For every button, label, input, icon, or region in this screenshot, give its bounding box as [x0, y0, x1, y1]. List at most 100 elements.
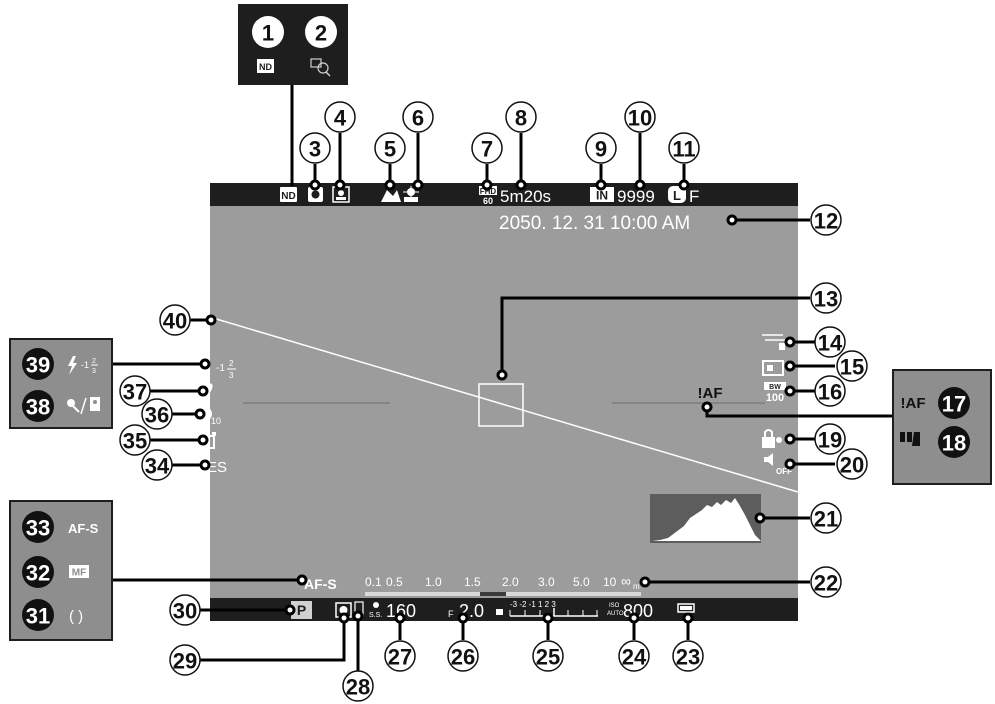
callout-29: 29 [170, 645, 200, 675]
svg-text:30: 30 [173, 599, 197, 624]
callout-12: 12 [811, 205, 841, 235]
svg-text:24: 24 [622, 645, 647, 670]
white-balance-icon [403, 186, 419, 202]
svg-text:FHD: FHD [480, 187, 497, 196]
svg-text:21: 21 [814, 507, 838, 532]
battery-icon [677, 603, 695, 613]
focus-warning: !AF [698, 385, 723, 402]
callouts: 3 4 5 6 7 8 9 10 11 12 13 14 15 16 19 20… [120, 102, 867, 701]
svg-text:19: 19 [818, 428, 842, 453]
callout-36: 36 [142, 399, 172, 429]
callout-14: 14 [815, 327, 845, 357]
svg-text:OFF: OFF [776, 467, 792, 476]
film-simulation-indicator: BW 100 [764, 382, 786, 404]
callout-23: 23 [673, 641, 703, 671]
svg-text:-1: -1 [81, 360, 89, 370]
svg-text:29: 29 [173, 649, 197, 674]
callout-34: 34 [142, 450, 172, 480]
viewfinder-screen [210, 183, 798, 621]
callout-16: 16 [815, 376, 845, 406]
shutter-type-icon [308, 187, 323, 202]
svg-text:26: 26 [451, 645, 475, 670]
svg-text:160: 160 [386, 601, 416, 621]
svg-text:6: 6 [412, 106, 424, 131]
svg-text:-3 -2 -1 1 2 3: -3 -2 -1 1 2 3 [510, 600, 556, 609]
svg-text:15: 15 [840, 355, 864, 380]
svg-text:13: 13 [814, 287, 838, 312]
top-info-bar [210, 183, 798, 206]
image-size-indicator: L [668, 186, 686, 203]
svg-text:23: 23 [676, 645, 700, 670]
svg-text:( ): ( ) [69, 608, 83, 625]
svg-text:IN: IN [596, 189, 608, 203]
movie-mode-indicator: FHD 60 [479, 186, 497, 206]
distance-label: 5.0 [573, 575, 590, 589]
svg-text:17: 17 [942, 392, 966, 417]
svg-text:P: P [297, 602, 306, 618]
svg-text:7: 7 [481, 137, 493, 162]
iso-label: ISO [609, 603, 620, 609]
callout-13: 13 [811, 283, 841, 313]
storage-indicator: IN [590, 187, 614, 203]
distance-unit: m [633, 582, 640, 591]
svg-text:12: 12 [814, 209, 838, 234]
svg-text:2: 2 [315, 21, 327, 46]
svg-text:22: 22 [814, 571, 838, 596]
svg-text:28: 28 [346, 675, 370, 700]
svg-text:4: 4 [334, 106, 347, 131]
callout-22: 22 [811, 567, 841, 597]
iso-auto-label: AUTO [607, 611, 624, 617]
distance-label: 0.5 [386, 575, 403, 589]
callout-11: 11 [669, 133, 699, 163]
svg-text:3: 3 [92, 368, 96, 375]
distance-label: 10 [603, 575, 617, 589]
distance-label: 0.1 [365, 575, 382, 589]
svg-text:25: 25 [536, 645, 560, 670]
distance-label: 2.0 [502, 575, 519, 589]
callout-40: 40 [160, 305, 190, 335]
svg-text:1: 1 [262, 21, 274, 46]
svg-text:ND: ND [281, 191, 295, 202]
inset-panel-focus: 33 AF-S 32 MF 31 ( ) [9, 500, 113, 641]
svg-text:14: 14 [818, 331, 843, 356]
callout-27: 27 [385, 641, 415, 671]
inset-panel-top: 1 2 ND [238, 4, 348, 85]
callout-24: 24 [619, 641, 649, 671]
svg-text:S.S.: S.S. [369, 612, 382, 619]
svg-text:11: 11 [672, 137, 695, 162]
callout-21: 21 [811, 503, 841, 533]
shutter-speed-indicator: S.S. 160 [369, 601, 416, 621]
focus-frame [478, 383, 524, 427]
callout-9: 9 [586, 133, 616, 163]
sound-off-indicator: OFF [764, 453, 792, 476]
callout-20: 20 [837, 449, 867, 479]
callout-35: 35 [120, 425, 150, 455]
date-time: 2050. 12. 31 10:00 AM [499, 213, 690, 234]
svg-text:34: 34 [145, 454, 170, 479]
inset-panel-flash: 39 -1 2 3 38 [9, 338, 113, 429]
svg-text:60: 60 [483, 196, 493, 206]
histogram [650, 494, 761, 543]
svg-text:38: 38 [26, 395, 50, 420]
callout-28: 28 [343, 671, 373, 701]
svg-text:40: 40 [163, 309, 187, 334]
callout-4: 4 [325, 102, 355, 132]
dynamic-range-icon [381, 190, 401, 202]
focus-distance-scale: 0.1 0.5 1.0 1.5 2.0 3.0 5.0 10 ∞ m [365, 573, 641, 596]
callout-5: 5 [375, 133, 405, 163]
callout-8: 8 [506, 102, 536, 132]
frames-remaining: 9999 [617, 187, 655, 206]
svg-text:18: 18 [942, 431, 966, 456]
svg-text:27: 27 [388, 645, 412, 670]
svg-text:20: 20 [840, 453, 864, 478]
svg-text:16: 16 [818, 380, 842, 405]
flash-fraction-den: 3 [229, 371, 234, 380]
svg-text:37: 37 [123, 380, 147, 405]
callout-37: 37 [120, 376, 150, 406]
leader-lines [112, 85, 893, 672]
callout-7: 7 [472, 133, 502, 163]
leader-dots [194, 179, 796, 624]
svg-text:AF-S: AF-S [68, 521, 99, 536]
svg-text:5: 5 [384, 137, 396, 162]
